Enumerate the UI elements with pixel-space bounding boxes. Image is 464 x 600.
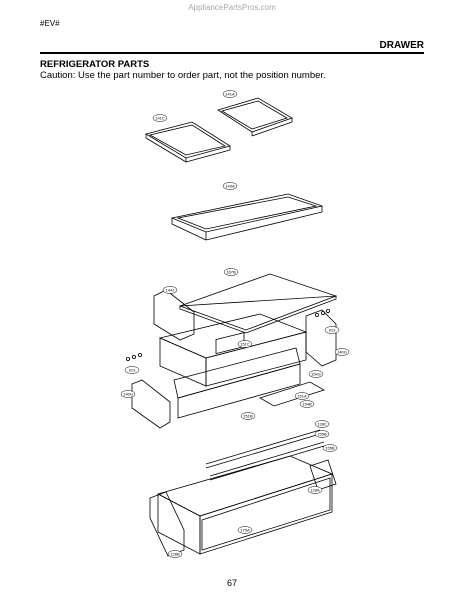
callout-label: 151C	[240, 341, 250, 346]
callout-label: 155B	[317, 431, 327, 436]
bracket-151a	[259, 381, 325, 407]
callout-label: 140H	[123, 391, 133, 396]
header-rule	[40, 52, 424, 54]
callout-155b: 155B	[322, 444, 338, 452]
callout-label: 141A	[225, 91, 235, 96]
section-title: DRAWER	[379, 40, 424, 51]
rail-144j	[153, 289, 195, 341]
callout-128a: 128A	[307, 486, 323, 494]
callout-label: 167B	[226, 269, 236, 274]
callout-143a: 143A	[222, 182, 238, 190]
exploded-parts-diagram: 141A 141C 143A 167B 144J 913 151C 140G 154G 913 14…	[120, 90, 350, 558]
callout-141a: 141A	[222, 90, 238, 98]
callout-label: 913	[329, 327, 336, 332]
callout-label: 151A	[297, 393, 307, 398]
callout-label: 175A	[240, 527, 250, 532]
rail-140g	[305, 309, 337, 367]
callout-140g: 140G	[334, 348, 350, 356]
page-number: 67	[226, 578, 237, 588]
callout-label: 128B	[170, 551, 180, 556]
model-code: #EV#	[40, 19, 60, 28]
callout-label: 140G	[337, 349, 347, 354]
callout-128b: 128B	[167, 550, 183, 558]
crisper-151b	[173, 347, 301, 399]
callout-label: 128C	[317, 421, 327, 426]
callout-label: 128A	[310, 487, 320, 492]
callout-167b: 167B	[223, 268, 239, 276]
callout-label: 913	[129, 367, 136, 372]
callout-175a: 175A	[237, 526, 253, 534]
cover-167b	[178, 273, 338, 331]
callout-label: 154B	[302, 401, 312, 406]
callout-label: 151B	[243, 413, 253, 418]
callout-151a: 151A	[294, 392, 310, 400]
page-heading: REFRIGERATOR PARTS	[40, 59, 150, 70]
callout-151b: 151B	[240, 412, 256, 420]
callout-label: 154G	[311, 371, 321, 376]
callout-128c: 128C	[314, 420, 330, 428]
watermark: AppliancePartsPros.com	[188, 3, 276, 12]
cover-128a	[309, 459, 337, 491]
callout-913: 913	[124, 366, 140, 374]
shelf-143a	[170, 193, 324, 233]
callout-label: 144J	[166, 287, 175, 292]
callout-154b: 154B	[299, 400, 315, 408]
callout-155b: 155B	[314, 430, 330, 438]
callout-151c: 151C	[237, 340, 253, 348]
callout-label: 141C	[155, 115, 165, 120]
callout-label: 155B	[325, 445, 335, 450]
panel-128b	[149, 491, 185, 557]
callout-label: 143A	[225, 183, 235, 188]
callout-913: 913	[324, 326, 340, 334]
callout-140h: 140H	[120, 390, 136, 398]
caution-note: Caution: Use the part number to order pa…	[40, 70, 326, 81]
callout-141c: 141C	[152, 114, 168, 122]
callout-144j: 144J	[162, 286, 178, 294]
callout-154g: 154G	[308, 370, 324, 378]
rail-140h	[131, 379, 171, 429]
